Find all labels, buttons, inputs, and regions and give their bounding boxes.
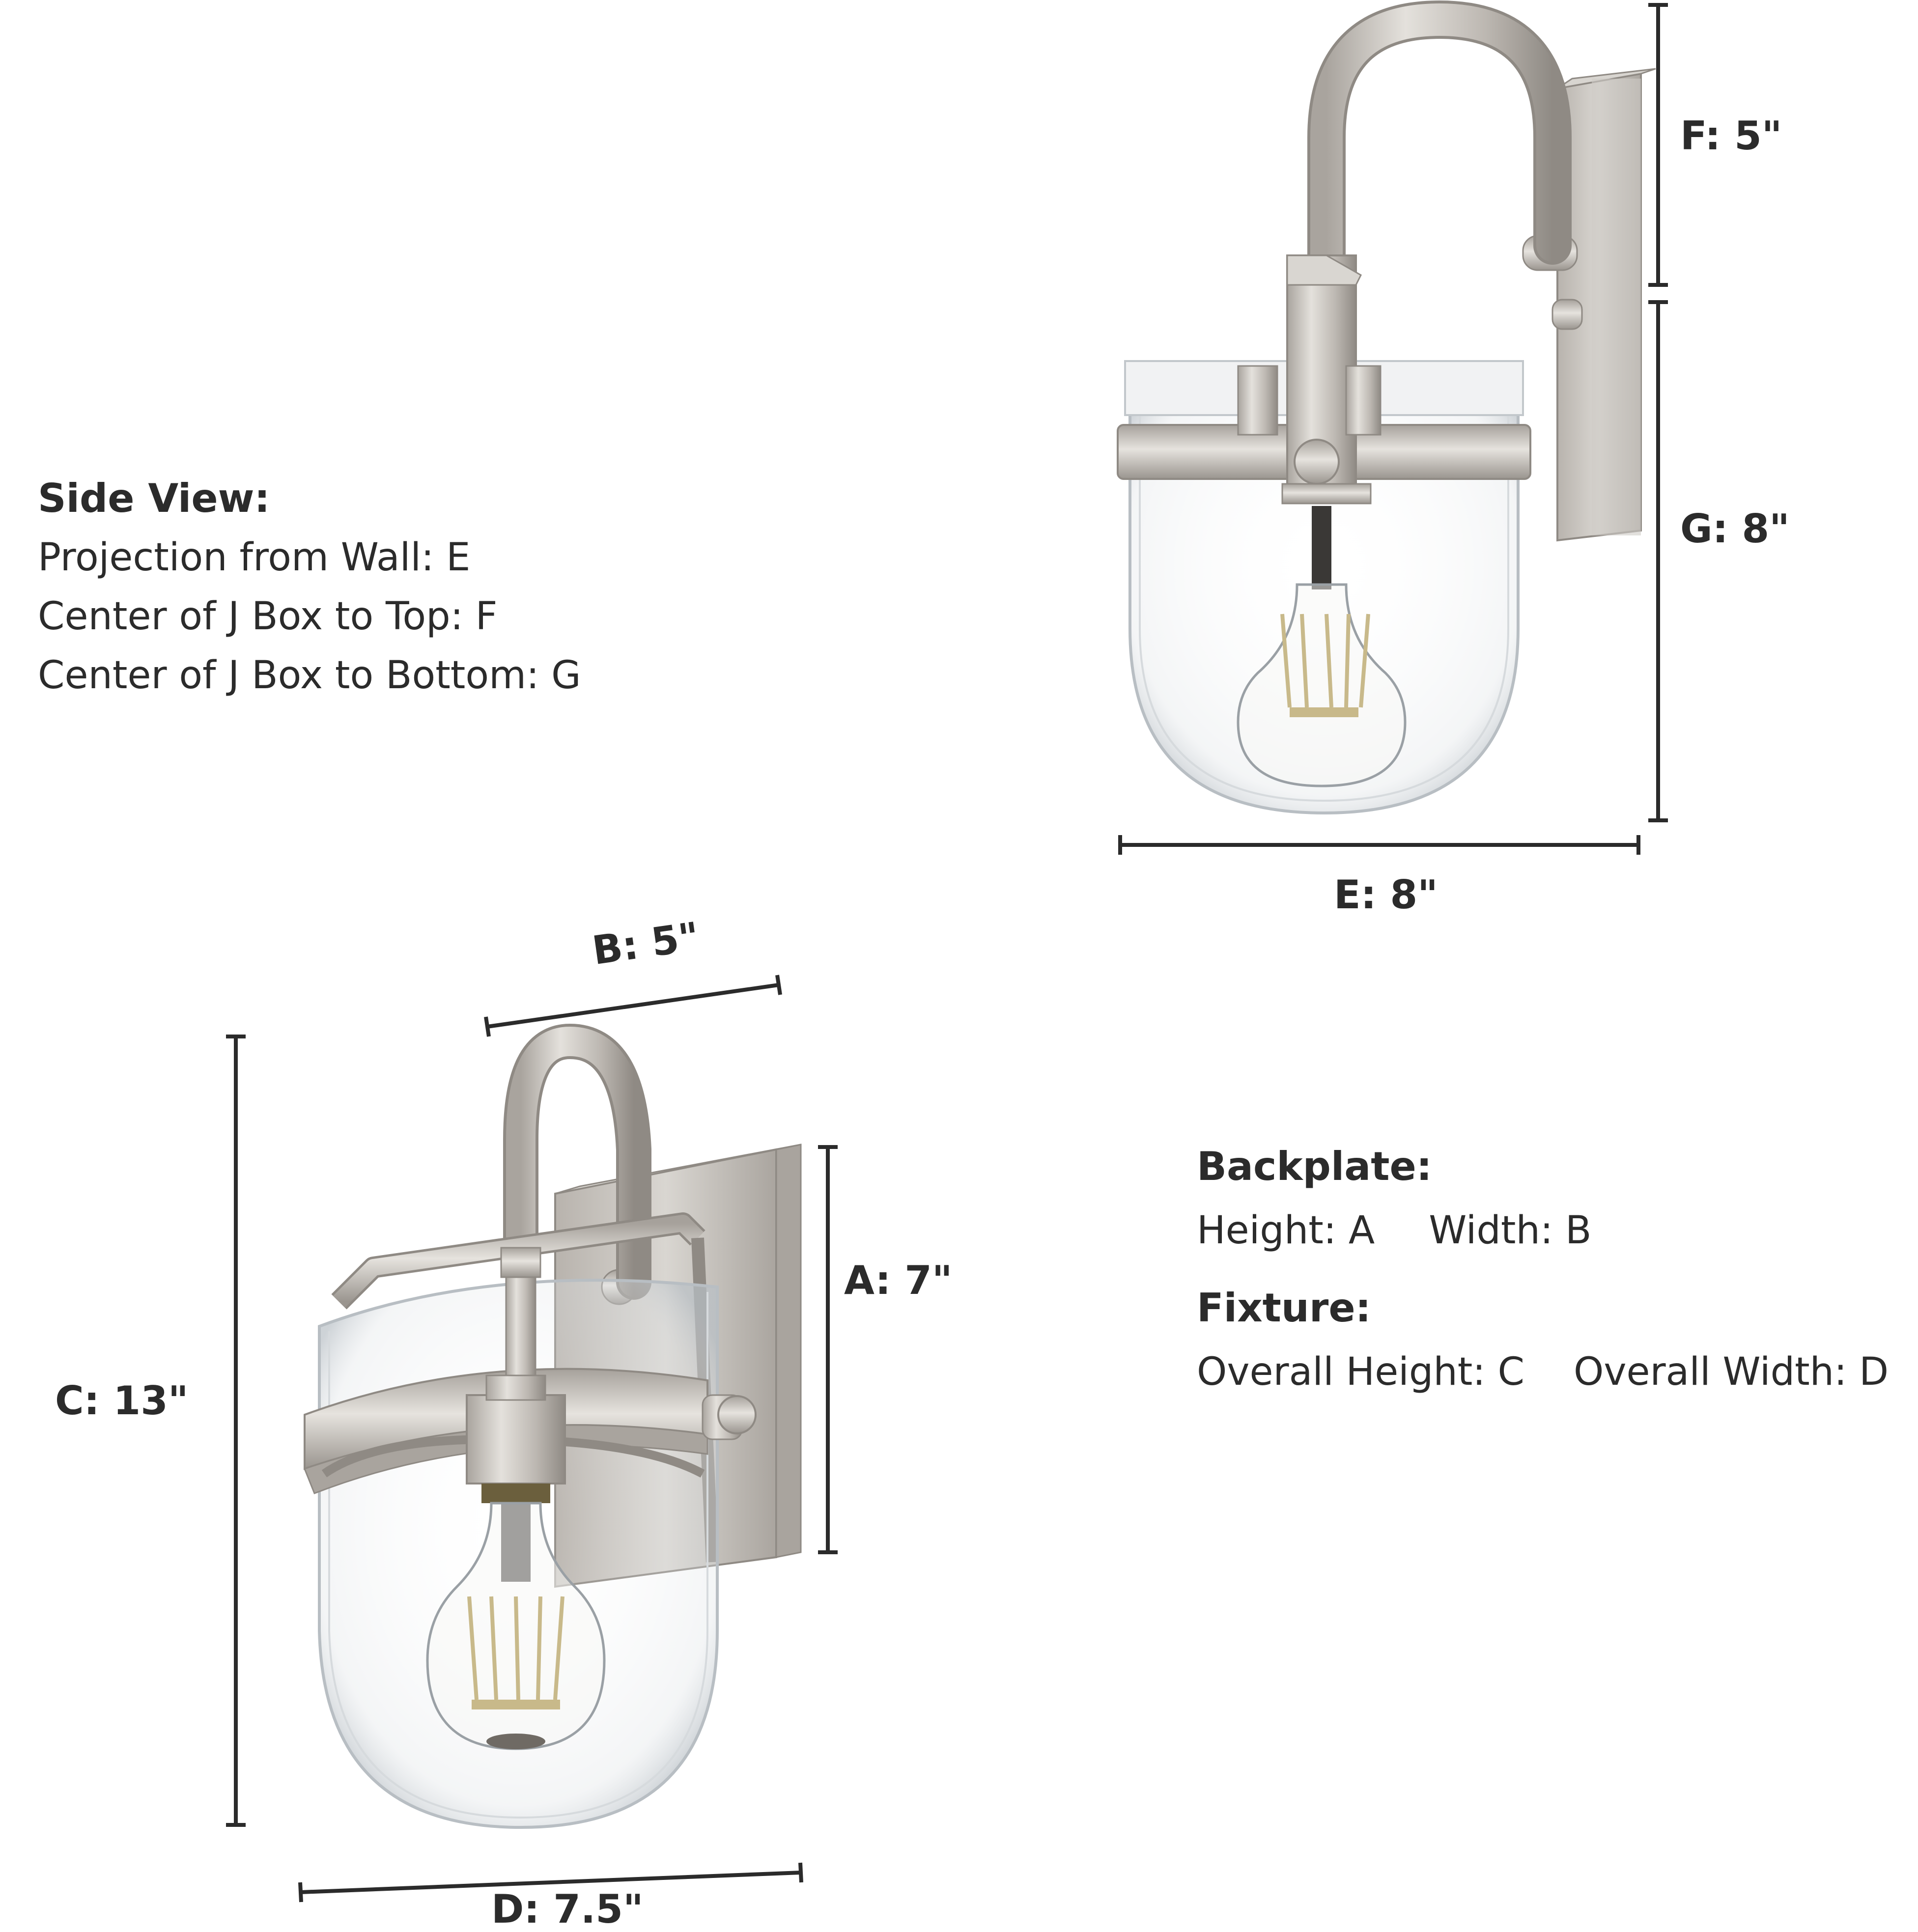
fixture-height: Overall Height: C [1197, 1350, 1524, 1394]
specs-legend: Backplate: Height: A Width: B Fixture: Ov… [1197, 1135, 1889, 1404]
backplate-height: Height: A [1197, 1208, 1375, 1253]
backplate-width: Width: B [1429, 1208, 1592, 1253]
dimension-label-f: F: 5" [1680, 113, 1782, 159]
dimension-label-c: C: 13" [55, 1378, 189, 1424]
fixture-heading: Fixture: [1197, 1285, 1371, 1331]
side-view-bottom: Center of J Box to Bottom: G [38, 653, 581, 698]
dimension-label-e: E: 8" [1334, 872, 1438, 918]
backplate-heading: Backplate: [1197, 1144, 1432, 1189]
dimension-label-a: A: 7" [844, 1258, 953, 1303]
backplate-side [1522, 68, 1656, 542]
fixture-width: Overall Width: D [1573, 1350, 1889, 1394]
bulb-side [1237, 506, 1407, 787]
backplate-row: Height: A Width: B [1197, 1199, 1889, 1262]
dimension-lines-right [1118, 3, 1668, 855]
front-view-fixture [304, 1023, 802, 1829]
fixture-row: Overall Height: C Overall Width: D [1197, 1340, 1889, 1404]
side-view-legend: Side View: Projection from Wall: E Cente… [38, 469, 581, 705]
dimension-lines-left [226, 975, 838, 1903]
dimension-label-g: G: 8" [1680, 506, 1790, 552]
bulb-front [426, 1484, 606, 1750]
dimension-label-d: D: 7.5" [491, 1886, 644, 1932]
side-view-fixture [1117, 0, 1656, 815]
side-view-top: Center of J Box to Top: F [38, 594, 498, 639]
side-view-projection: Projection from Wall: E [38, 535, 471, 580]
side-view-heading: Side View: [38, 476, 270, 521]
